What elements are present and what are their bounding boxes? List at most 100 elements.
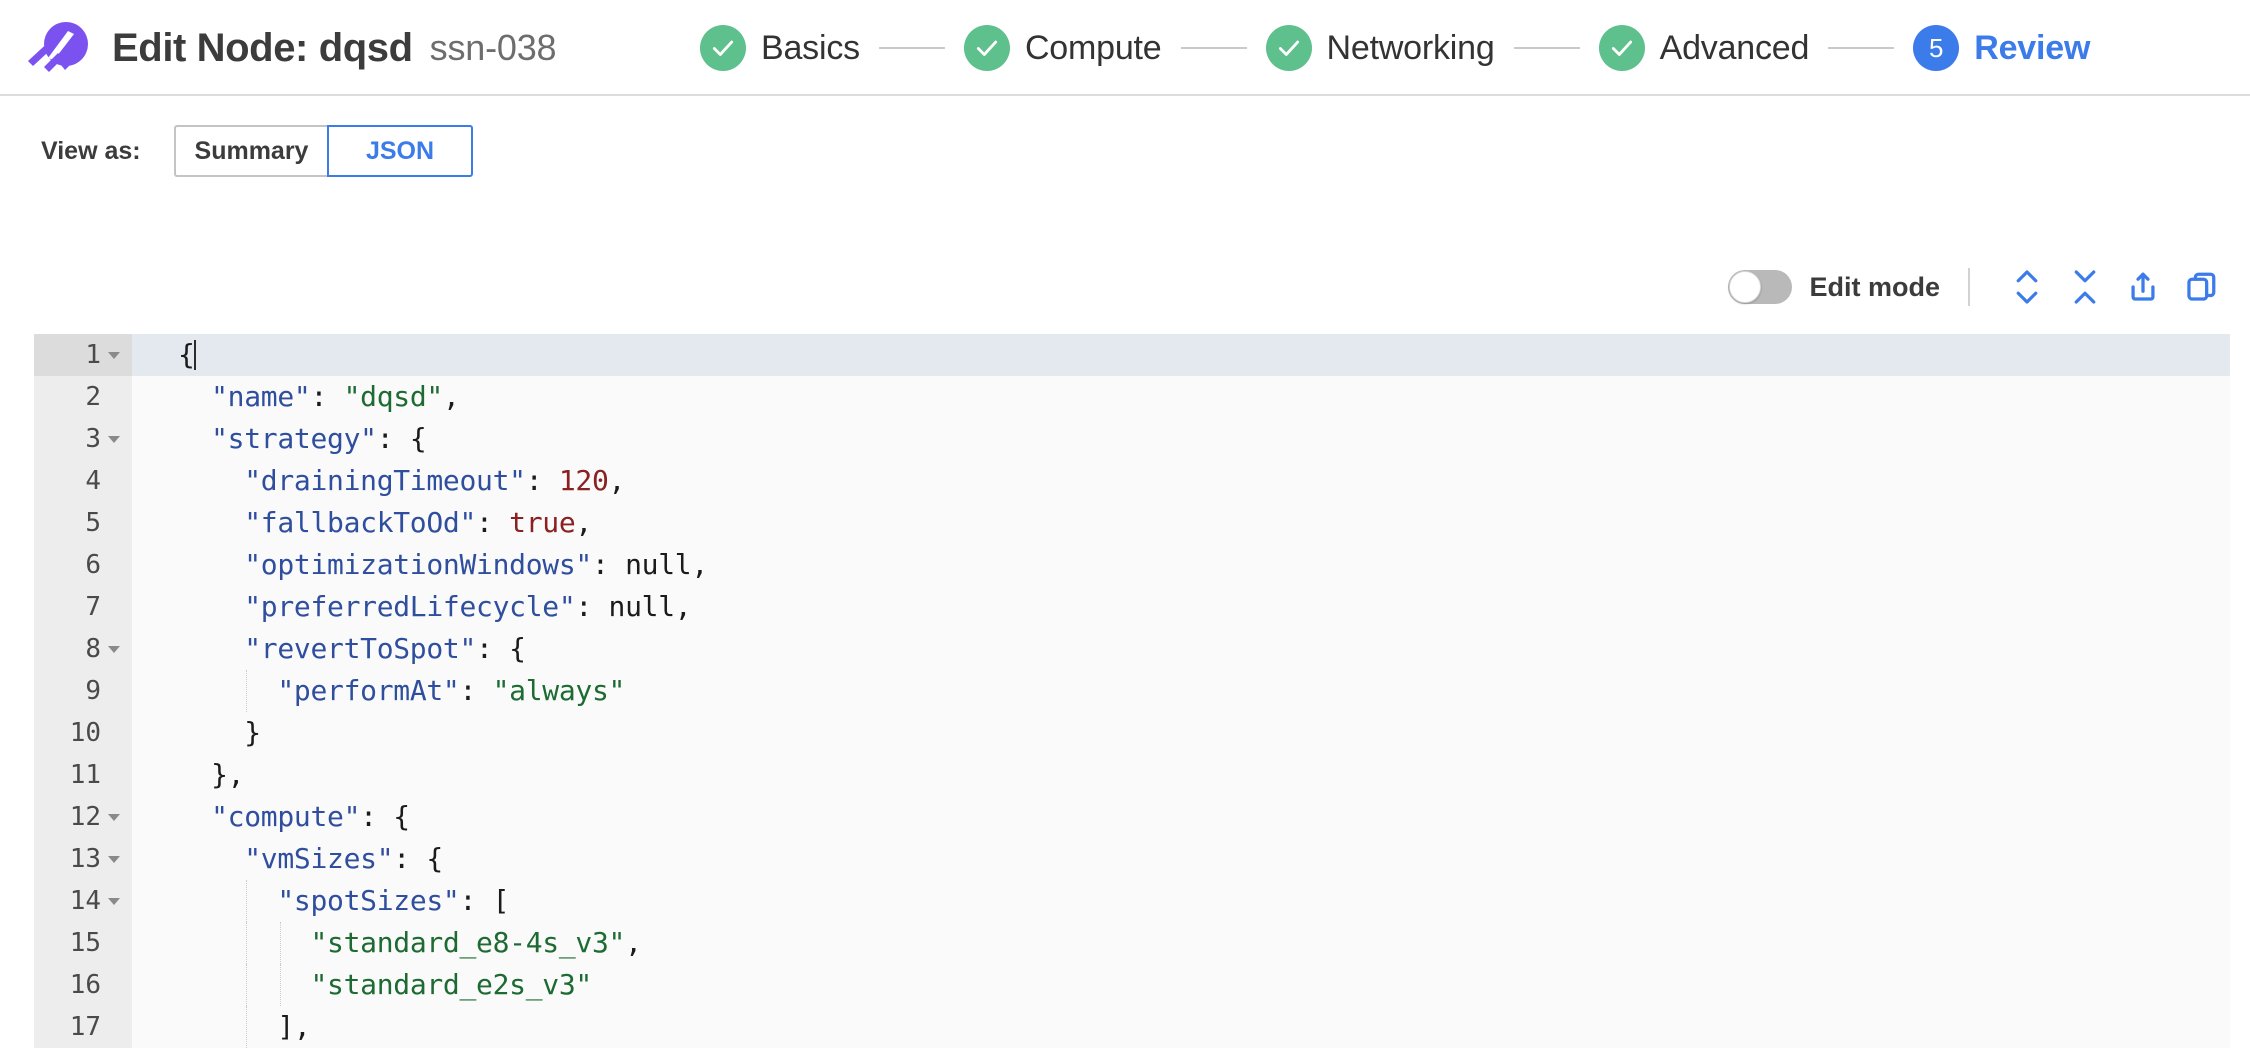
step-connector	[1180, 47, 1247, 49]
check-icon	[976, 40, 998, 56]
code-line[interactable]: 10 }	[34, 712, 2230, 754]
step-review[interactable]: 5 Review	[1913, 25, 2090, 71]
line-number: 13	[69, 844, 101, 874]
line-number-gutter: 10	[34, 712, 132, 754]
code-line[interactable]: 7 "preferredLifecycle": null,	[34, 586, 2230, 628]
step-basics[interactable]: Basics	[700, 25, 860, 71]
line-number-gutter: 1	[34, 334, 132, 376]
code-text: "standard_e2s_v3"	[310, 968, 592, 1001]
code-text: "optimizationWindows": null,	[244, 548, 708, 581]
line-number-gutter: 14	[34, 880, 132, 922]
page-title-subtitle: ssn-038	[429, 27, 557, 68]
line-number: 6	[85, 550, 101, 580]
check-icon	[712, 40, 734, 56]
fold-caret-icon[interactable]	[104, 645, 124, 653]
code-text: }	[244, 716, 261, 749]
indent-guide	[246, 880, 247, 922]
code-line[interactable]: 11 },	[34, 754, 2230, 796]
step-networking[interactable]: Networking	[1265, 25, 1495, 71]
indent-guide	[246, 1006, 247, 1048]
step-advanced-label: Advanced	[1659, 28, 1810, 67]
line-number: 9	[85, 676, 101, 706]
fold-caret-icon[interactable]	[104, 813, 124, 821]
copy-icon[interactable]	[2172, 264, 2230, 310]
step-advanced[interactable]: Advanced	[1598, 25, 1810, 71]
collapse-all-icon[interactable]	[2056, 264, 2114, 310]
code-text: "drainingTimeout": 120,	[244, 464, 626, 497]
fold-caret-icon[interactable]	[104, 855, 124, 863]
line-number: 3	[85, 424, 101, 454]
line-number: 8	[85, 634, 101, 664]
step-advanced-status	[1598, 25, 1645, 71]
step-compute-label: Compute	[1024, 28, 1162, 67]
line-number-gutter: 8	[34, 628, 132, 670]
code-line[interactable]: 2 "name": "dqsd",	[34, 376, 2230, 418]
line-number: 15	[69, 928, 101, 958]
step-review-number: 5	[1928, 33, 1944, 63]
code-line[interactable]: 8 "revertToSpot": {	[34, 628, 2230, 670]
code-text: "name": "dqsd",	[211, 380, 460, 413]
step-compute-status	[963, 25, 1010, 71]
export-icon[interactable]	[2114, 264, 2172, 310]
code-line[interactable]: 3 "strategy": {	[34, 418, 2230, 460]
view-as-row: View as: Summary JSON	[0, 96, 2250, 206]
code-line[interactable]: 5 "fallbackToOd": true,	[34, 502, 2230, 544]
line-number-gutter: 2	[34, 376, 132, 418]
code-line[interactable]: 4 "drainingTimeout": 120,	[34, 460, 2230, 502]
step-review-label: Review	[1974, 28, 2091, 67]
line-number: 10	[69, 718, 101, 748]
edit-mode-toggle-knob	[1729, 271, 1762, 303]
line-number-gutter: 4	[34, 460, 132, 502]
page-title-main: Edit Node: dqsd	[112, 25, 413, 70]
code-text: },	[211, 758, 245, 791]
line-number: 5	[85, 508, 101, 538]
edit-mode-toggle[interactable]	[1728, 270, 1793, 304]
line-number: 7	[85, 592, 101, 622]
line-number: 1	[85, 340, 101, 370]
code-line[interactable]: 12 "compute": {	[34, 796, 2230, 838]
code-text: "preferredLifecycle": null,	[244, 590, 692, 623]
editor-toolbar: Edit mode	[1728, 258, 2230, 316]
indent-guide	[280, 922, 281, 964]
page-header: Edit Node: dqsd ssn-038 Basics Compute N…	[0, 0, 2250, 96]
fold-caret-icon[interactable]	[104, 897, 124, 905]
check-icon	[1278, 40, 1299, 56]
edit-mode-label: Edit mode	[1809, 271, 1940, 302]
line-number: 16	[69, 970, 101, 1000]
line-number-gutter: 9	[34, 670, 132, 712]
line-number-gutter: 7	[34, 586, 132, 628]
line-number: 4	[85, 466, 101, 496]
step-compute[interactable]: Compute	[963, 25, 1162, 71]
code-line[interactable]: 13 "vmSizes": {	[34, 838, 2230, 880]
fold-caret-icon[interactable]	[104, 435, 124, 443]
line-number: 17	[69, 1012, 101, 1042]
code-line[interactable]: 6 "optimizationWindows": null,	[34, 544, 2230, 586]
indent-guide	[246, 922, 247, 964]
indent-guide	[280, 964, 281, 1006]
code-text: "standard_e8-4s_v3",	[310, 926, 642, 959]
line-number-gutter: 13	[34, 838, 132, 880]
step-connector	[1513, 47, 1580, 49]
view-as-label: View as:	[41, 136, 141, 165]
code-line[interactable]: 9 "performAt": "always"	[34, 670, 2230, 712]
indent-guide	[246, 670, 247, 712]
line-number: 12	[69, 802, 101, 832]
code-line[interactable]: 14 "spotSizes": [	[34, 880, 2230, 922]
indent-guide	[246, 964, 247, 1006]
view-as-json-button[interactable]: JSON	[327, 125, 473, 177]
line-number-gutter: 11	[34, 754, 132, 796]
line-number-gutter: 15	[34, 922, 132, 964]
code-line[interactable]: 15 "standard_e8-4s_v3",	[34, 922, 2230, 964]
code-text: ],	[277, 1010, 311, 1043]
fold-caret-icon[interactable]	[104, 351, 124, 359]
view-as-summary-button[interactable]: Summary	[174, 125, 327, 177]
code-line[interactable]: 17 ],	[34, 1006, 2230, 1048]
expand-all-icon[interactable]	[1998, 264, 2056, 310]
code-line[interactable]: 1{	[34, 334, 2230, 376]
line-number-gutter: 16	[34, 964, 132, 1006]
code-line[interactable]: 16 "standard_e2s_v3"	[34, 964, 2230, 1006]
wizard-stepper: Basics Compute Networking Advanced	[700, 0, 2090, 94]
step-networking-label: Networking	[1326, 28, 1495, 67]
json-editor[interactable]: 1{2 "name": "dqsd",3 "strategy": {4 "dra…	[34, 334, 2230, 1048]
step-networking-status	[1265, 25, 1312, 71]
